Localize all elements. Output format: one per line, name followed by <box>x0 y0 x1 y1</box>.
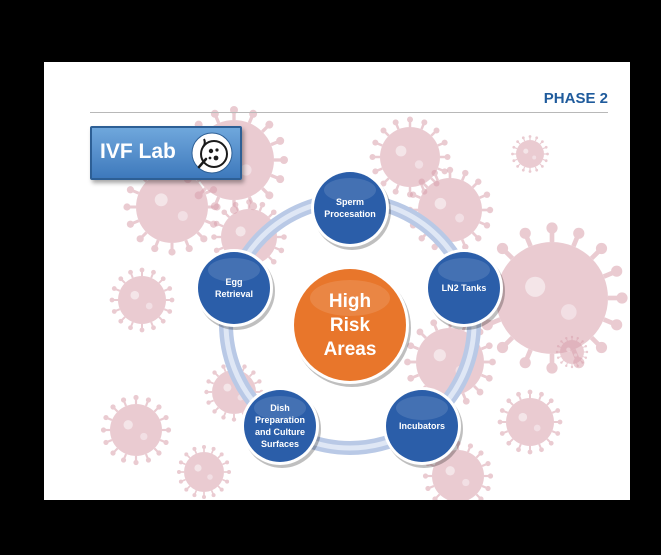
node-layer <box>195 169 505 468</box>
lab-badge: IVF Lab <box>90 126 242 180</box>
petri-dish-icon <box>191 132 233 174</box>
virus-icon <box>204 362 264 422</box>
center-node <box>291 266 411 387</box>
center-label: High Risk Areas <box>323 291 377 360</box>
node-incubators <box>383 387 463 468</box>
node-sperm-procesation <box>311 169 391 250</box>
virus-icon <box>100 394 172 466</box>
header-divider <box>90 112 608 113</box>
node-label-incubators: Incubators <box>398 421 446 431</box>
virus-icon <box>369 116 451 198</box>
lab-title: IVF Lab <box>100 140 176 163</box>
node-label-sperm-procesation: Sperm Procesation <box>324 197 376 219</box>
node-label-egg-retrieval: Egg Retrieval <box>214 277 254 299</box>
node-egg-retrieval <box>195 249 275 330</box>
slide: PHASE 2 IVF Lab High Risk Areas Sperm Pr… <box>44 62 630 500</box>
virus-icon <box>109 267 175 333</box>
virus-icon <box>177 445 231 499</box>
virus-icon <box>497 389 563 455</box>
phase-label: PHASE 2 <box>543 90 608 107</box>
node-label-ln2-tanks: LN2 Tanks <box>441 283 487 293</box>
diagram-canvas <box>100 106 628 500</box>
virus-icon <box>476 222 628 374</box>
virus-icon <box>555 335 589 369</box>
node-label-dish-preparation: Dish Preparation and Culture Surfaces <box>254 403 306 449</box>
node-dish-preparation <box>241 387 321 468</box>
node-ln2-tanks <box>425 249 505 330</box>
virus-icon <box>511 135 549 173</box>
